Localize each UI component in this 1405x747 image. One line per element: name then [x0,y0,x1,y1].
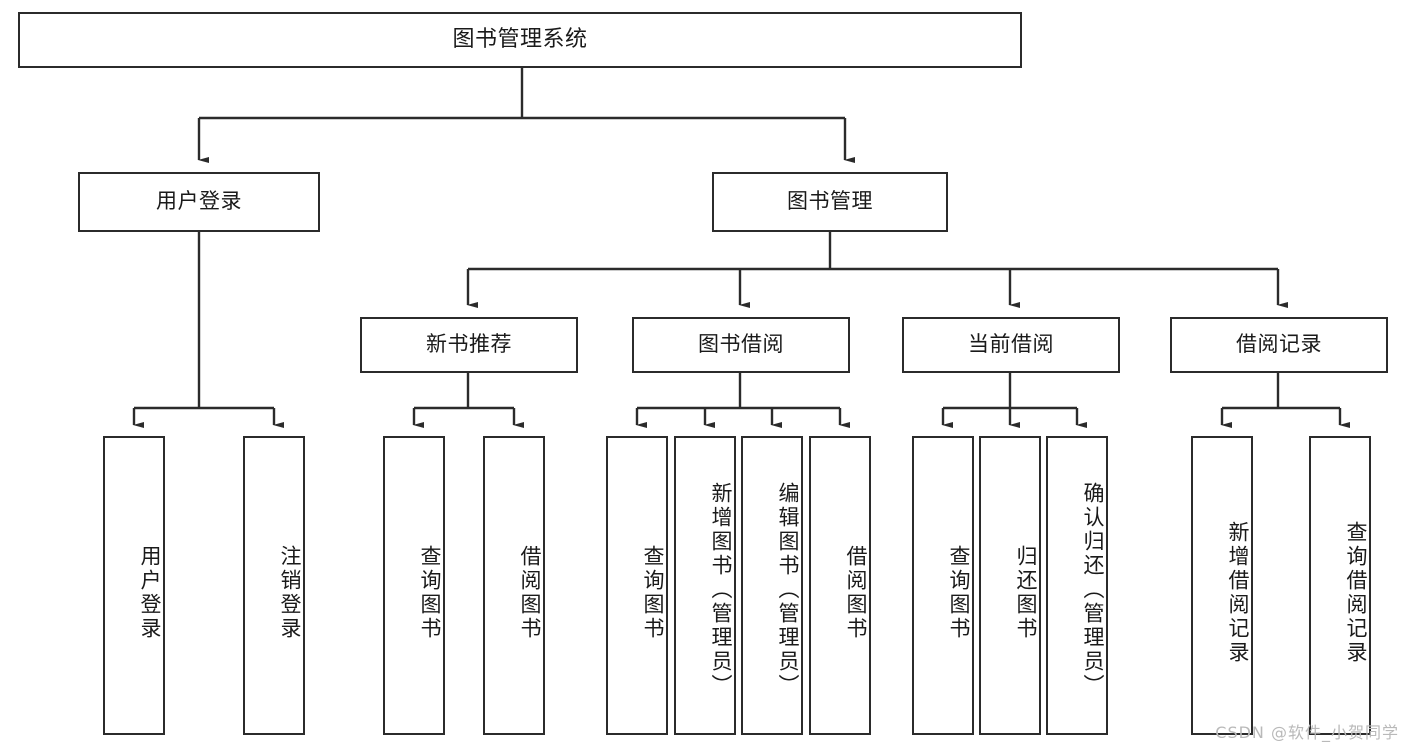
node-leaf-query-book-3-label: 查询图书 [947,544,971,641]
node-root-label: 图书管理系统 [452,26,588,52]
node-leaf-borrow-book-1[interactable]: 借阅图书 [483,436,545,735]
node-leaf-query-book-2[interactable]: 查询图书 [606,436,668,735]
node-leaf-query-record[interactable]: 查询借阅记录 [1309,436,1371,735]
node-leaf-add-record[interactable]: 新增借阅记录 [1191,436,1253,735]
node-leaf-query-book-1-label: 查询图书 [418,544,442,641]
node-leaf-confirm-return[interactable]: 确认归还（管理员） [1046,436,1108,735]
node-leaf-add-book[interactable]: 新增图书（管理员） [674,436,736,735]
node-leaf-user-login[interactable]: 用户登录 [103,436,165,735]
node-new-book-recommend-label: 新书推荐 [426,332,512,357]
node-leaf-edit-book-label: 编辑图书（管理员） [776,481,800,698]
node-leaf-add-book-label: 新增图书（管理员） [709,481,733,698]
node-leaf-return-book-label: 归还图书 [1014,544,1038,641]
node-book-management-label: 图书管理 [787,189,873,214]
node-borrow-record-label: 借阅记录 [1236,332,1322,357]
node-leaf-borrow-book-2-label: 借阅图书 [844,544,868,641]
node-leaf-confirm-return-label: 确认归还（管理员） [1081,481,1105,698]
node-leaf-borrow-book-1-label: 借阅图书 [518,544,542,641]
watermark: CSDN @软件_小贺同学 [1215,723,1399,742]
node-leaf-query-book-3[interactable]: 查询图书 [912,436,974,735]
node-leaf-logout[interactable]: 注销登录 [243,436,305,735]
node-book-borrow[interactable]: 图书借阅 [632,317,850,373]
node-leaf-return-book[interactable]: 归还图书 [979,436,1041,735]
node-current-borrow-label: 当前借阅 [968,332,1054,357]
node-leaf-query-record-label: 查询借阅记录 [1344,520,1368,665]
node-current-borrow[interactable]: 当前借阅 [902,317,1120,373]
node-leaf-user-login-label: 用户登录 [138,544,162,641]
node-user-login-label: 用户登录 [156,189,242,214]
node-book-management[interactable]: 图书管理 [712,172,948,232]
node-leaf-add-record-label: 新增借阅记录 [1226,520,1250,665]
node-user-login[interactable]: 用户登录 [78,172,320,232]
node-new-book-recommend[interactable]: 新书推荐 [360,317,578,373]
node-leaf-logout-label: 注销登录 [278,544,302,641]
node-leaf-query-book-2-label: 查询图书 [641,544,665,641]
node-book-borrow-label: 图书借阅 [698,332,784,357]
node-leaf-edit-book[interactable]: 编辑图书（管理员） [741,436,803,735]
node-leaf-borrow-book-2[interactable]: 借阅图书 [809,436,871,735]
node-root[interactable]: 图书管理系统 [18,12,1022,68]
node-leaf-query-book-1[interactable]: 查询图书 [383,436,445,735]
node-borrow-record[interactable]: 借阅记录 [1170,317,1388,373]
